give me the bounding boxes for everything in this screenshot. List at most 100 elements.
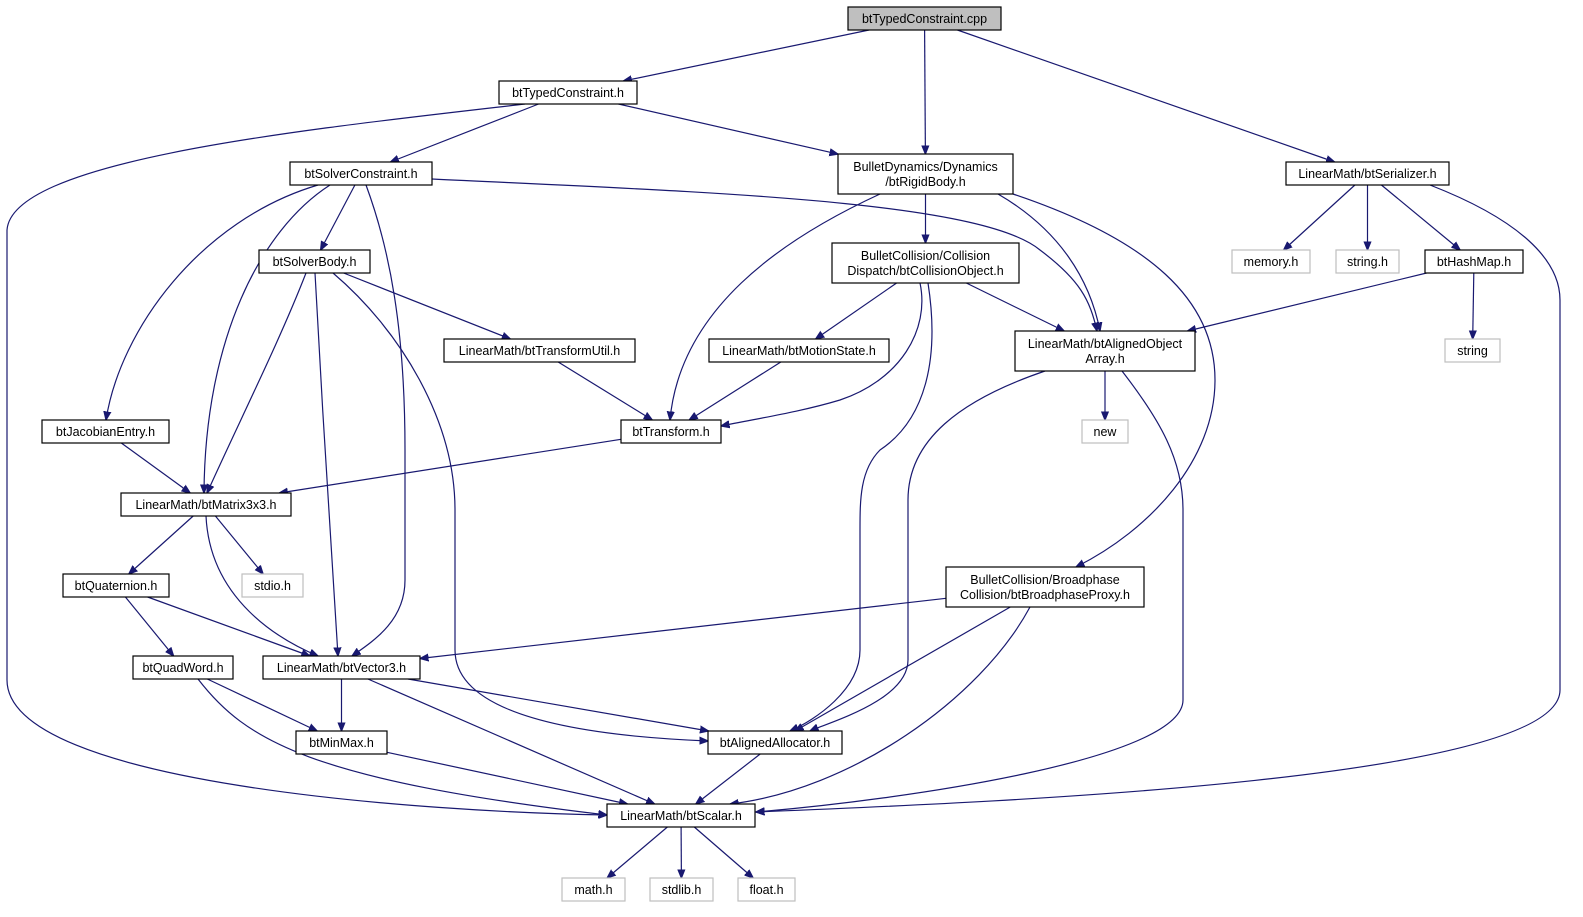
- edge-broadphase-to-alloc: [795, 606, 1011, 731]
- node-label: btHashMap.h: [1437, 255, 1511, 269]
- node-root[interactable]: btTypedConstraint.cpp: [847, 6, 1002, 31]
- edge-solvercon-to-aligned_arr: [431, 178, 1097, 331]
- node-box: [1285, 161, 1450, 186]
- node-box: [132, 655, 234, 680]
- edge-matrix-to-stdio: [214, 515, 263, 574]
- edge-transform-to-matrix: [279, 438, 622, 493]
- node-quadword[interactable]: btQuadWord.h: [132, 655, 234, 680]
- edge-root-to-rigid: [925, 29, 926, 154]
- node-label: LinearMath/btTransformUtil.h: [459, 344, 620, 358]
- node-label: BulletDynamics/Dynamics: [853, 160, 997, 174]
- edge-colobj-to-motion: [816, 282, 897, 339]
- node-box: [262, 655, 421, 680]
- node-vector3[interactable]: LinearMath/btVector3.h: [262, 655, 421, 680]
- node-minmax[interactable]: btMinMax.h: [295, 730, 388, 755]
- node-label: /btRigidBody.h: [885, 175, 965, 189]
- edge-vector3-to-scalar: [367, 678, 655, 804]
- edge-hashmap-to-aligned_arr: [1188, 272, 1427, 331]
- node-motion[interactable]: LinearMath/btMotionState.h: [708, 338, 890, 363]
- node-box: [945, 566, 1145, 608]
- node-label: Dispatch/btCollisionObject.h: [847, 264, 1003, 278]
- node-jacobian[interactable]: btJacobianEntry.h: [41, 419, 170, 444]
- node-box: [649, 877, 714, 902]
- node-transform[interactable]: btTransform.h: [620, 419, 722, 444]
- node-label: stdlib.h: [662, 883, 702, 897]
- node-label: btQuaternion.h: [75, 579, 158, 593]
- node-box: [707, 730, 843, 755]
- node-box: [41, 419, 170, 444]
- edge-colobj-to-aligned_arr: [966, 282, 1064, 331]
- node-quat[interactable]: btQuaternion.h: [62, 573, 170, 598]
- node-box: [847, 6, 1002, 31]
- node-stringh: string.h: [1335, 249, 1400, 274]
- node-box: [606, 803, 756, 828]
- node-label: btTypedConstraint.h: [512, 86, 624, 100]
- node-label: new: [1094, 425, 1118, 439]
- edge-typed_h-to-rigid: [618, 103, 838, 154]
- node-label: btTransform.h: [632, 425, 709, 439]
- node-label: stdio.h: [254, 579, 291, 593]
- node-scalar[interactable]: LinearMath/btScalar.h: [606, 803, 756, 828]
- edge-solverbody-to-transutil: [343, 272, 511, 339]
- edge-colobj-to-transform: [721, 282, 923, 426]
- node-math: math.h: [561, 877, 626, 902]
- edge-alloc-to-scalar: [696, 753, 761, 804]
- node-label: float.h: [749, 883, 783, 897]
- node-box: [737, 877, 796, 902]
- edge-quadword-to-scalar: [197, 678, 607, 815]
- edge-serializer-to-scalar: [756, 184, 1561, 812]
- node-label: LinearMath/btAlignedObject: [1028, 337, 1183, 351]
- node-box: [295, 730, 388, 755]
- node-label: btSolverConstraint.h: [304, 167, 417, 181]
- node-solverbody[interactable]: btSolverBody.h: [258, 249, 371, 274]
- node-matrix[interactable]: LinearMath/btMatrix3x3.h: [120, 492, 292, 517]
- edge-scalar-to-math: [607, 826, 668, 878]
- node-solvercon[interactable]: btSolverConstraint.h: [289, 161, 433, 186]
- node-label: btQuadWord.h: [142, 661, 223, 675]
- edge-serializer-to-hashmap: [1381, 184, 1460, 250]
- edge-serializer-to-memory: [1284, 184, 1356, 250]
- edge-solvercon-to-solverbody: [321, 184, 356, 250]
- edge-rigid-to-transform: [670, 193, 881, 420]
- node-transutil[interactable]: LinearMath/btTransformUtil.h: [443, 338, 636, 363]
- edge-typed_h-to-scalar: [6, 103, 607, 815]
- edge-broadphase-to-vector3: [420, 597, 947, 658]
- node-colobj[interactable]: BulletCollision/CollisionDispatch/btColl…: [831, 242, 1020, 284]
- edge-solverbody-to-alloc: [332, 272, 708, 741]
- edge-minmax-to-scalar: [386, 751, 628, 804]
- node-stdlib: stdlib.h: [649, 877, 714, 902]
- node-typed_h[interactable]: btTypedConstraint.h: [498, 80, 638, 105]
- nodes-layer: btTypedConstraint.cpp btTypedConstraint.h…: [41, 6, 1524, 902]
- node-box: [498, 80, 638, 105]
- edge-quat-to-quadword: [124, 596, 173, 656]
- edge-root-to-typed_h: [623, 29, 870, 81]
- edge-scalar-to-float: [693, 826, 753, 878]
- edge-rigid-to-broadphase: [1012, 193, 1216, 567]
- edge-solverbody-to-vector3: [314, 272, 338, 656]
- node-serializer[interactable]: LinearMath/btSerializer.h: [1285, 161, 1450, 186]
- node-label: Collision/btBroadphaseProxy.h: [960, 588, 1130, 602]
- node-label: math.h: [574, 883, 612, 897]
- node-box: [258, 249, 371, 274]
- edge-jacobian-to-matrix: [120, 442, 190, 493]
- node-broadphase[interactable]: BulletCollision/BroadphaseCollision/btBr…: [945, 566, 1145, 608]
- node-label: LinearMath/btMotionState.h: [722, 344, 876, 358]
- edge-quadword-to-minmax: [207, 678, 317, 731]
- edge-vector3-to-alloc: [407, 678, 709, 731]
- node-hashmap[interactable]: btHashMap.h: [1424, 249, 1524, 274]
- node-alloc[interactable]: btAlignedAllocator.h: [707, 730, 843, 755]
- edge-broadphase-to-scalar: [730, 606, 1031, 804]
- node-box: [120, 492, 292, 517]
- node-rigid[interactable]: BulletDynamics/Dynamics/btRigidBody.h: [837, 153, 1014, 195]
- node-label: BulletCollision/Collision: [861, 249, 990, 263]
- node-label: btMinMax.h: [309, 736, 374, 750]
- node-box: [620, 419, 722, 444]
- node-label: BulletCollision/Broadphase: [970, 573, 1119, 587]
- edge-solvercon-to-jacobian: [106, 184, 319, 420]
- node-label: LinearMath/btSerializer.h: [1298, 167, 1436, 181]
- node-box: [561, 877, 626, 902]
- node-box: [1335, 249, 1400, 274]
- node-label: string: [1457, 344, 1488, 358]
- edge-aligned_arr-to-alloc: [810, 370, 1046, 731]
